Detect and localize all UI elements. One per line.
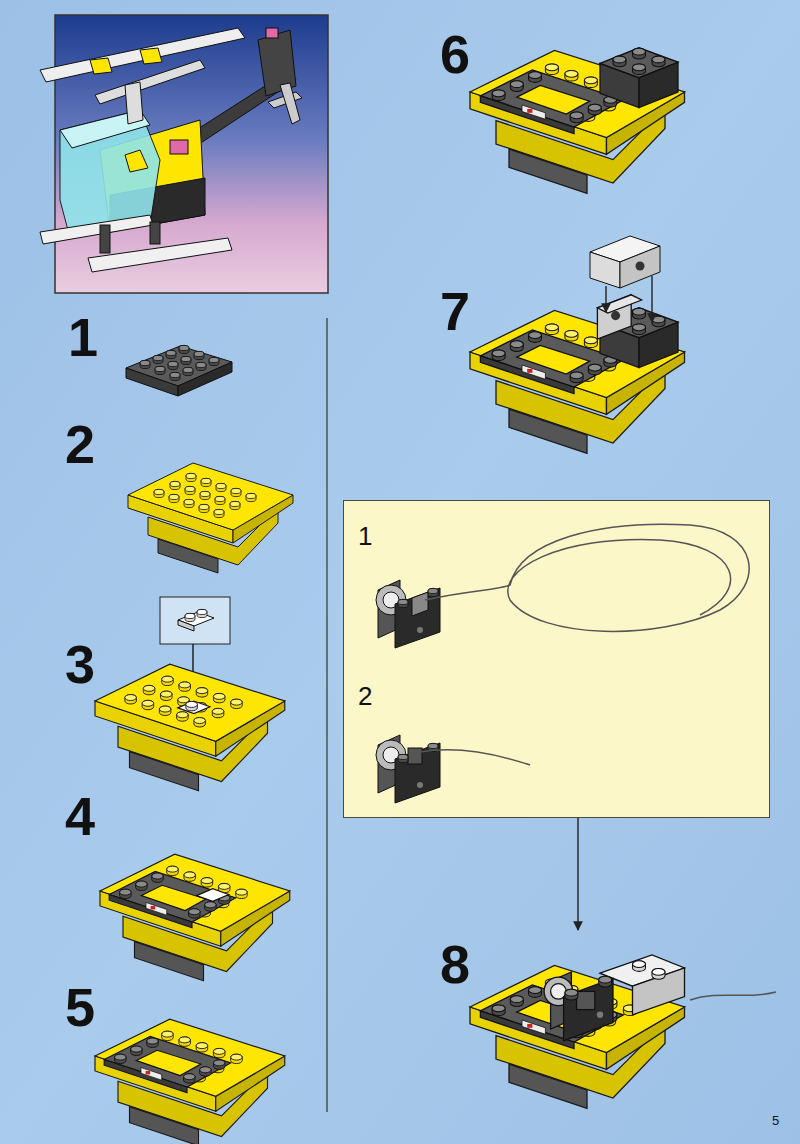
- step-number: 5: [65, 980, 95, 1034]
- step-number: 3: [65, 637, 95, 691]
- step3-wedge: [95, 664, 285, 791]
- substep-number: 2: [358, 683, 372, 709]
- subassembly-panel: 12: [343, 500, 770, 818]
- step2-wedge: [128, 463, 293, 573]
- step-number: 7: [440, 284, 470, 338]
- model-photo: [40, 15, 328, 293]
- page-number: 5: [772, 1114, 779, 1127]
- step-number: 6: [440, 27, 470, 81]
- step-number: 2: [65, 417, 95, 471]
- step4-wedge: [100, 854, 290, 981]
- substep-number: 1: [358, 523, 372, 549]
- winch-with-string: [376, 524, 749, 803]
- step6-wedge: [470, 48, 685, 194]
- step-number: 1: [68, 310, 98, 364]
- step-number: 4: [65, 789, 95, 843]
- step1-plate: [126, 345, 232, 396]
- step7-brick: [590, 236, 660, 322]
- step5-wedge: [95, 1019, 285, 1144]
- step-number: 8: [440, 937, 470, 991]
- step8-wedge: [470, 955, 685, 1108]
